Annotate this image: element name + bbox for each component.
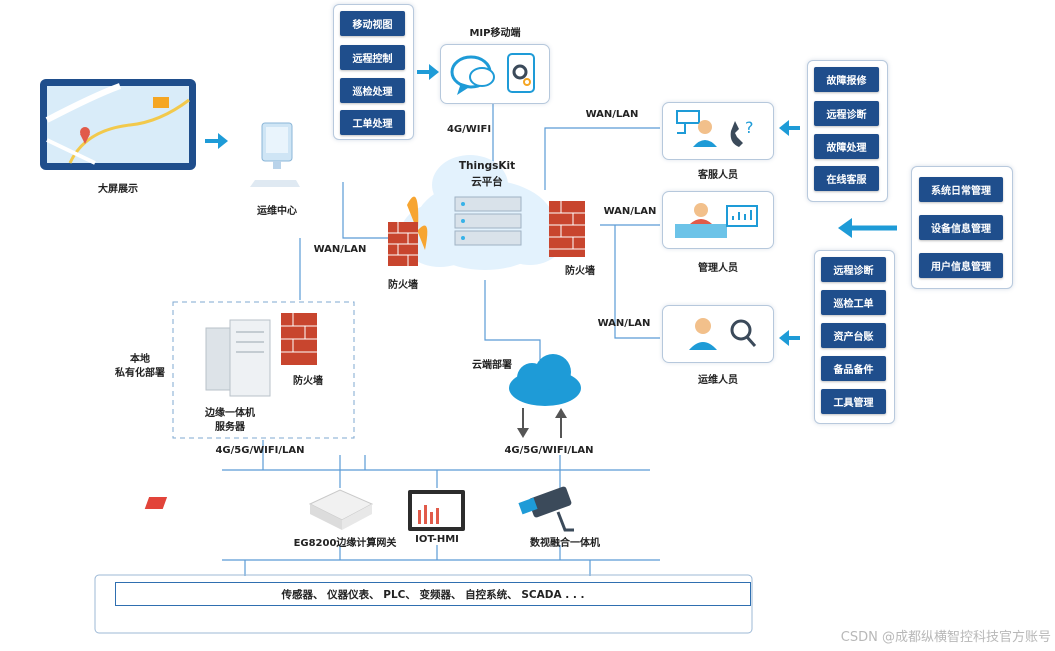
firewall-right-icon	[549, 201, 585, 257]
ops-link-line	[342, 182, 405, 239]
camera-label: 数视融合一体机	[530, 538, 600, 549]
edge-server-label-line1: 边缘一体机	[205, 408, 255, 419]
manager-wan-label: WAN/LAN	[603, 206, 657, 217]
maint-role-card	[662, 305, 774, 363]
cloud-platform-shape	[400, 155, 565, 270]
maint-link-line	[614, 225, 660, 339]
local-firewall-icon	[281, 313, 317, 365]
bus-drops-devices	[339, 470, 561, 488]
maint-menu-item[interactable]: 巡检工单	[821, 290, 886, 315]
manager-role-label: 管理人员	[698, 263, 738, 274]
service-link-line	[544, 127, 660, 190]
local-title-line2: 私有化部署	[115, 368, 165, 379]
mobile-menu-item[interactable]: 远程控制	[340, 45, 405, 70]
firewall-right-label: 防火墙	[565, 266, 595, 277]
manager-menu-item[interactable]: 用户信息管理	[919, 253, 1003, 278]
cloud-deploy-icon	[509, 354, 581, 438]
manager-menu-item[interactable]: 系统日常管理	[919, 177, 1003, 202]
service-menu-item[interactable]: 故障处理	[814, 134, 879, 159]
gateway-label: EG8200边缘计算网关	[293, 538, 397, 549]
mobile-link-label: 4G/WIFI	[446, 124, 492, 135]
gateway-device-icon	[144, 489, 374, 530]
local-link-label: 4G/5G/WIFI/LAN	[215, 445, 305, 456]
manager-icon	[675, 203, 758, 238]
mobile-menu-item[interactable]: 移动视图	[340, 11, 405, 36]
mobile-menu-item[interactable]: 巡检处理	[340, 78, 405, 103]
service-menu-item[interactable]: 在线客服	[814, 166, 879, 191]
maint-wan-label: WAN/LAN	[597, 318, 651, 329]
maint-menu-item[interactable]: 工具管理	[821, 389, 886, 414]
csdn-watermark: CSDN @成都纵横智控科技官方账号	[840, 630, 1051, 645]
cloud-deploy-label: 云端部署	[472, 360, 512, 371]
cloud-title-line2: 云平台	[471, 176, 503, 188]
edge-server-icon	[205, 319, 271, 397]
local-firewall-label: 防火墙	[293, 376, 323, 387]
service-role-card: ?	[662, 102, 774, 160]
cloud-title-line1: ThingsKit	[458, 160, 516, 172]
service-menu-item[interactable]: 故障报修	[814, 67, 879, 92]
service-role-label: 客服人员	[698, 170, 738, 181]
local-deploy-box	[172, 301, 355, 439]
chat-icon	[450, 55, 495, 95]
cloud-deploy-link-label: 4G/5G/WIFI/LAN	[504, 445, 594, 456]
maint-menu-item[interactable]: 远程诊断	[821, 257, 886, 282]
camera-device-icon	[518, 486, 574, 532]
bottom-container	[94, 574, 753, 634]
service-wan-label: WAN/LAN	[585, 109, 639, 120]
hmi-label: IOT-HMI	[415, 534, 459, 545]
manager-menu-item[interactable]: 设备信息管理	[919, 215, 1003, 240]
bus-drops-lower	[244, 545, 591, 576]
field-devices-bar: 传感器、 仪器仪表、 PLC、 变频器、 自控系统、 SCADA . . .	[115, 582, 751, 606]
ops-wan-label: WAN/LAN	[313, 244, 367, 255]
firewall-left-icon	[388, 196, 428, 266]
customer-service-icon: ?	[676, 110, 754, 147]
big-screen-label: 大屏展示	[98, 184, 138, 195]
mobile-title: MIP移动端	[469, 28, 521, 39]
server-rack-icon	[454, 196, 522, 246]
deploy-link-line	[484, 280, 541, 360]
service-menu-item[interactable]: 远程诊断	[814, 101, 879, 126]
maint-role-label: 运维人员	[698, 375, 738, 386]
maintenance-icon	[689, 318, 757, 350]
svg-text:?: ?	[745, 118, 754, 137]
ops-center-label: 运维中心	[257, 206, 297, 217]
local-title-line1: 本地	[130, 354, 150, 365]
maint-menu-item[interactable]: 资产台账	[821, 323, 886, 348]
mobile-menu-item[interactable]: 工单处理	[340, 110, 405, 135]
manager-role-card	[662, 191, 774, 249]
big-screen-display-icon	[40, 79, 196, 170]
firewall-left-label: 防火墙	[388, 280, 418, 291]
hmi-device-icon	[408, 490, 465, 531]
ops-center-computer-icon	[250, 122, 300, 187]
bus-drops-upper	[262, 440, 561, 470]
maint-menu-item[interactable]: 备品备件	[821, 356, 886, 381]
mobile-settings-icon	[507, 53, 535, 93]
edge-server-label-line2: 服务器	[215, 422, 245, 433]
